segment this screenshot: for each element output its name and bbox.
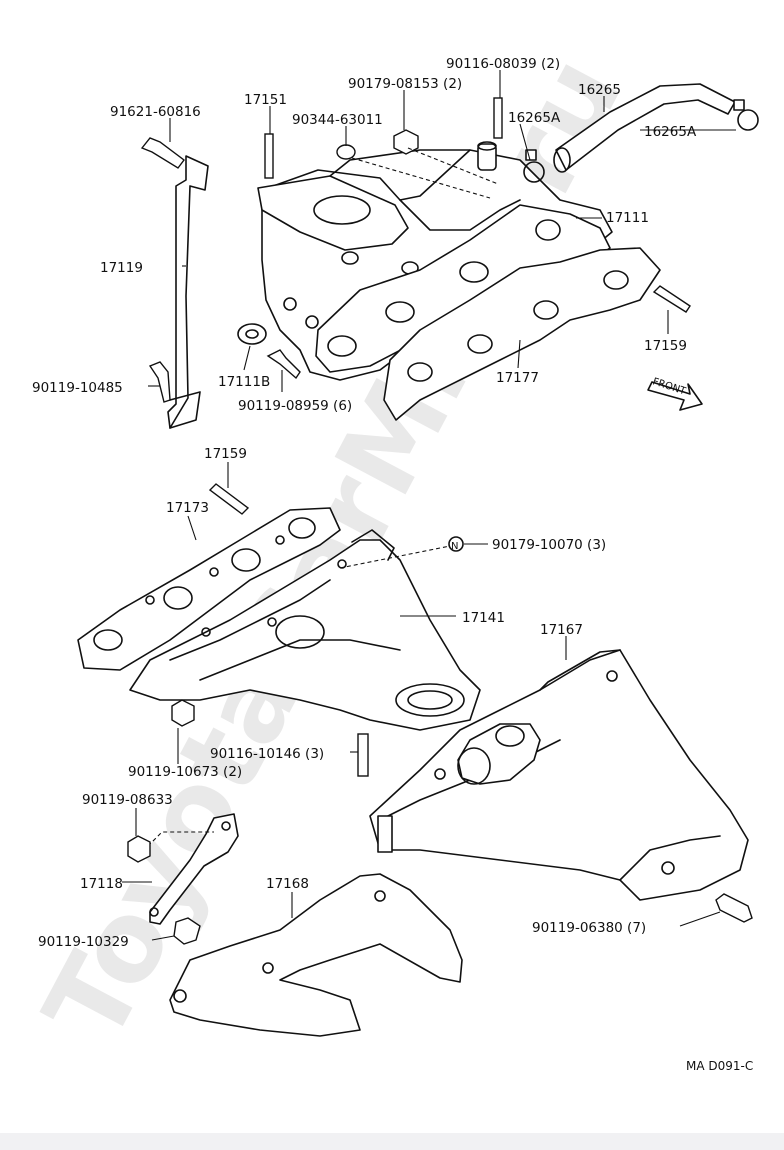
leader-lines: [122, 70, 736, 941]
stud-17159-right: [652, 285, 691, 313]
callout-90119-10485: 90119-10485: [32, 380, 123, 396]
bolt-90119-08633: [127, 835, 151, 863]
bolt-90119-10673: [171, 699, 195, 727]
stud-17159-lower: [208, 483, 250, 515]
callout-17159-lower: 17159: [204, 446, 247, 462]
insulator-17111B: [237, 323, 267, 345]
callout-17111: 17111: [606, 210, 649, 226]
stud-17151: [264, 133, 274, 179]
manifold-stay-17119: [167, 155, 209, 429]
callout-16265A-left: 16265A: [508, 110, 561, 126]
hose-clamp-1: [733, 99, 759, 131]
callout-90119-10329: 90119-10329: [38, 934, 129, 950]
callout-17177: 17177: [496, 370, 539, 386]
callout-17118: 17118: [80, 876, 123, 892]
callout-90116-10146: 90116-10146 (3): [210, 746, 324, 762]
callout-17111B: 17111B: [218, 374, 270, 390]
stud-90116-10146: [357, 733, 369, 777]
callout-90119-08959: 90119-08959 (6): [238, 398, 352, 414]
exhaust-stay-17118: [149, 813, 239, 925]
nut-marker-text: N: [451, 541, 458, 552]
figure-code: MA D091-C: [686, 1059, 753, 1073]
intake-manifold: [257, 141, 613, 381]
callout-17151: 17151: [244, 92, 287, 108]
callout-17173: 17173: [166, 500, 209, 516]
callout-90179-08153: 90179-08153 (2): [348, 76, 462, 92]
plug-90344-63011: [336, 144, 356, 160]
footer-band: [0, 1133, 784, 1150]
callout-17119: 17119: [100, 260, 143, 276]
nut-marker-circle: [448, 536, 464, 552]
callout-16265A-right: 16265A: [644, 124, 697, 140]
exhaust-manifold-17141: [129, 529, 481, 731]
bolt-90119-06380: [715, 893, 753, 923]
callout-16265: 16265: [578, 82, 621, 98]
callout-90119-08633: 90119-08633: [82, 792, 173, 808]
callout-17167: 17167: [540, 622, 583, 638]
exhaust-gasket-17173: [77, 507, 341, 671]
callout-17159-right: 17159: [644, 338, 687, 354]
stud-90116-08039: [493, 97, 503, 139]
bolt-90119-10485: [148, 361, 171, 403]
hose: [553, 83, 736, 173]
hose-clamp-2: [523, 149, 545, 183]
callout-90344-63011: 90344-63011: [292, 112, 383, 128]
callout-90119-10673: 90119-10673 (2): [128, 764, 242, 780]
intake-gasket: [383, 247, 661, 421]
bolt-91621-60816: [140, 137, 185, 169]
callout-90119-06380: 90119-06380 (7): [532, 920, 646, 936]
heat-insulator-17167: [369, 649, 749, 901]
heat-insulator-17168: [169, 873, 463, 1037]
callout-90116-08039: 90116-08039 (2): [446, 56, 560, 72]
callout-17141: 17141: [462, 610, 505, 626]
front-arrow: FRONT: [647, 376, 703, 411]
callout-17168: 17168: [266, 876, 309, 892]
callout-90179-10070: 90179-10070 (3): [492, 537, 606, 553]
callout-91621-60816: 91621-60816: [110, 104, 201, 120]
nut-90179-08153: [393, 129, 419, 155]
bolt-90119-08959: [266, 349, 301, 380]
